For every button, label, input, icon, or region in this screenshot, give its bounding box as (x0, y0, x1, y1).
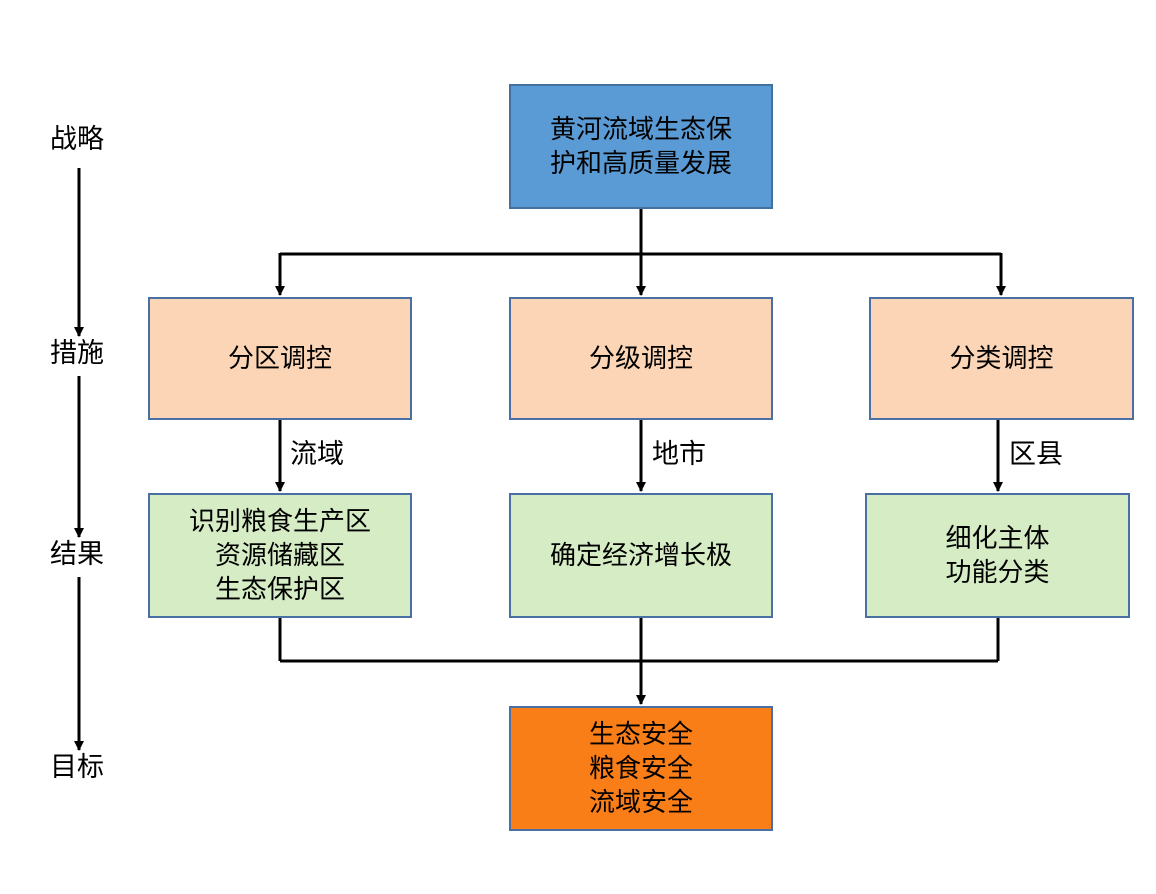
scale-label-basin: 流域 (290, 439, 344, 470)
goal-line-2: 粮食安全 (588, 753, 693, 784)
stage-label-strategy: 战略 (50, 124, 104, 155)
stage-label-goal: 目标 (50, 752, 104, 783)
measure-box-category: 分类调控 (869, 297, 1134, 420)
result-line: 生态保护区 (214, 574, 345, 605)
goal-line-1: 生态安全 (588, 719, 693, 750)
scale-label-city: 地市 (652, 439, 706, 470)
result-box-category: 细化主体 功能分类 (865, 493, 1130, 618)
result-line: 功能分类 (945, 557, 1050, 588)
result-line: 确定经济增长极 (549, 540, 732, 571)
stage-label-measures: 措施 (50, 338, 104, 369)
measure-box-level: 分级调控 (509, 297, 773, 420)
result-box-level: 确定经济增长极 (509, 493, 773, 618)
stage-label-results: 结果 (50, 539, 104, 570)
result-box-zone: 识别粮食生产区 资源储藏区 生态保护区 (148, 493, 412, 618)
strategy-line-1: 黄河流域生态保 (549, 114, 732, 145)
result-line: 识别粮食生产区 (188, 506, 371, 537)
result-line: 资源储藏区 (214, 540, 345, 571)
measure-label: 分区调控 (227, 343, 332, 374)
measure-label: 分类调控 (949, 343, 1054, 374)
measure-label: 分级调控 (588, 343, 693, 374)
measure-box-zone: 分区调控 (148, 297, 412, 420)
strategy-line-2: 护和高质量发展 (549, 148, 732, 179)
goal-box: 生态安全 粮食安全 流域安全 (509, 706, 773, 831)
goal-line-3: 流域安全 (588, 787, 693, 818)
result-line: 细化主体 (945, 523, 1050, 554)
strategy-box: 黄河流域生态保 护和高质量发展 (509, 84, 773, 209)
scale-label-county: 区县 (1009, 439, 1063, 470)
